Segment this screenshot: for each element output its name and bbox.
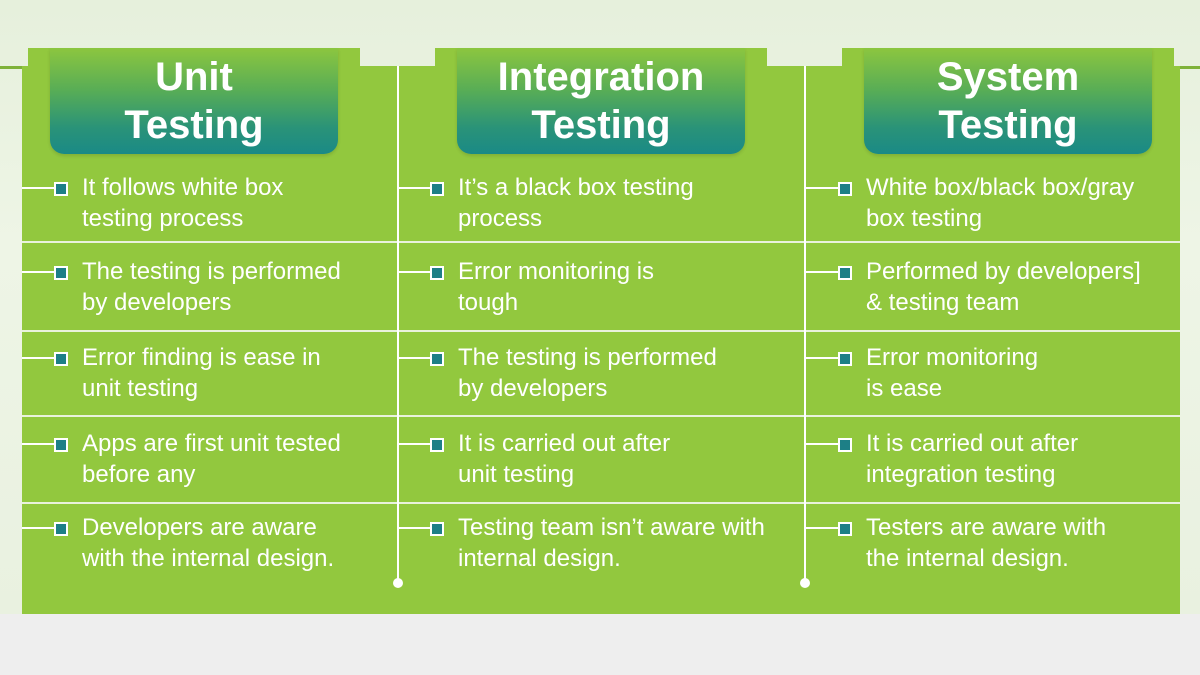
- list-item-line: process: [458, 205, 543, 232]
- bullet-square-icon: [54, 352, 68, 366]
- bullet-connector: [806, 271, 844, 273]
- list-item: White box/black box/gray box testing: [866, 172, 1134, 234]
- list-item: Error finding is ease in unit testing: [82, 342, 321, 404]
- list-item-line: Testers are aware with: [866, 514, 1107, 541]
- column-header-line: Testing: [531, 103, 671, 147]
- list-item-line: Error monitoring: [866, 344, 1039, 371]
- list-item-line: internal design.: [458, 545, 621, 572]
- list-item: It is carried out after unit testing: [458, 428, 670, 490]
- column-header-line: Integration: [497, 55, 705, 99]
- list-item-line: Error finding is ease in: [82, 344, 321, 371]
- bullet-square-icon: [54, 438, 68, 452]
- list-item: Error monitoring is tough: [458, 256, 654, 318]
- bullet-connector: [398, 187, 436, 189]
- bullet-connector: [806, 187, 844, 189]
- row-divider: [22, 415, 1180, 417]
- bullet-connector: [398, 271, 436, 273]
- list-item-line: by developers: [458, 375, 608, 402]
- list-item: The testing is performed by developers: [458, 342, 717, 404]
- bullet-square-icon: [838, 438, 852, 452]
- bullet-square-icon: [838, 266, 852, 280]
- list-item-line: with the internal design.: [82, 545, 335, 572]
- list-item-line: The testing is performed: [82, 258, 341, 285]
- list-item: The testing is performed by developers: [82, 256, 341, 318]
- list-item: It’s a black box testing process: [458, 172, 694, 234]
- list-item: Performed by developers] & testing team: [866, 256, 1141, 318]
- bullet-square-icon: [838, 352, 852, 366]
- column-divider: [397, 66, 399, 584]
- list-item-line: & testing team: [866, 289, 1020, 316]
- bullet-square-icon: [54, 266, 68, 280]
- bullet-connector: [806, 357, 844, 359]
- list-item-line: the internal design.: [866, 545, 1069, 572]
- list-item: Testing team isn’t aware with internal de…: [458, 512, 765, 574]
- list-item-line: box testing: [866, 205, 983, 232]
- list-item-line: integration testing: [866, 461, 1056, 488]
- column-header-line: Testing: [124, 103, 264, 147]
- list-item-line: testing process: [82, 205, 244, 232]
- list-item-line: by developers: [82, 289, 232, 316]
- bullet-connector: [22, 443, 60, 445]
- list-item-line: Performed by developers]: [866, 258, 1141, 285]
- bullet-connector: [806, 443, 844, 445]
- list-item-line: Testing team isn’t aware with: [458, 514, 765, 541]
- bullet-square-icon: [430, 438, 444, 452]
- list-item: Testers are aware with the internal desig…: [866, 512, 1106, 574]
- comparison-panel: [22, 66, 1180, 614]
- bullet-square-icon: [838, 522, 852, 536]
- list-item-line: unit testing: [458, 461, 575, 488]
- bullet-square-icon: [430, 266, 444, 280]
- list-item-line: tough: [458, 289, 519, 316]
- column-header-line: System: [936, 55, 1080, 99]
- list-item-line: The testing is performed: [458, 344, 717, 371]
- row-divider: [22, 241, 1180, 243]
- bullet-connector: [22, 527, 60, 529]
- bullet-square-icon: [838, 182, 852, 196]
- list-item-line: It is carried out after: [866, 430, 1079, 457]
- list-item-line: unit testing: [82, 375, 199, 402]
- bullet-square-icon: [430, 352, 444, 366]
- list-item: Apps are first unit tested before any: [82, 428, 341, 490]
- bullet-connector: [22, 187, 60, 189]
- list-item-line: Error monitoring is: [458, 258, 655, 285]
- list-item: It follows white box testing process: [82, 172, 283, 234]
- footer-strip: [0, 614, 1200, 675]
- bullet-square-icon: [54, 522, 68, 536]
- list-item: Developers are aware with the internal de…: [82, 512, 334, 574]
- list-item-line: It is carried out after: [458, 430, 671, 457]
- bullet-connector: [398, 357, 436, 359]
- column-divider-dot: [800, 578, 810, 588]
- column-divider: [804, 66, 806, 584]
- list-item-line: before any: [82, 461, 196, 488]
- list-item-line: is ease: [866, 375, 943, 402]
- bullet-connector: [806, 527, 844, 529]
- column-header-line: Unit: [155, 55, 233, 99]
- bullet-connector: [22, 271, 60, 273]
- list-item-line: It follows white box: [82, 174, 284, 201]
- column-header-line: Testing: [938, 103, 1078, 147]
- row-divider: [22, 502, 1180, 504]
- list-item: Error monitoring is ease: [866, 342, 1038, 404]
- bullet-connector: [398, 527, 436, 529]
- list-item-line: It’s a black box testing: [458, 174, 694, 201]
- bullet-connector: [22, 357, 60, 359]
- row-divider: [22, 330, 1180, 332]
- list-item: It is carried out after integration testi…: [866, 428, 1078, 490]
- list-item-line: White box/black box/gray: [866, 174, 1135, 201]
- list-item-line: Developers are aware: [82, 514, 317, 541]
- column-divider-dot: [393, 578, 403, 588]
- bullet-square-icon: [430, 522, 444, 536]
- bullet-square-icon: [54, 182, 68, 196]
- bullet-square-icon: [430, 182, 444, 196]
- list-item-line: Apps are first unit tested: [82, 430, 341, 457]
- bullet-connector: [398, 443, 436, 445]
